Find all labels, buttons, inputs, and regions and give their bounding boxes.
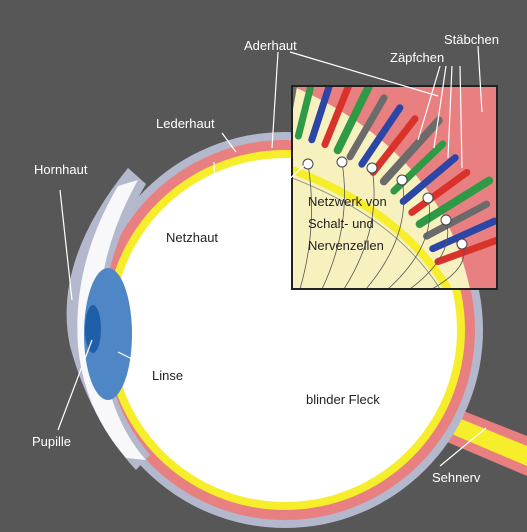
label-netzhaut: Netzhaut (166, 230, 218, 245)
label-aderhaut: Aderhaut (244, 38, 297, 53)
nerve-cell (397, 175, 407, 185)
label-staebchen: Stäbchen (444, 32, 499, 47)
nerve-cell (441, 215, 451, 225)
pupil (85, 305, 101, 353)
nerve-cell (457, 239, 467, 249)
label-sehnerv: Sehnerv (432, 470, 481, 485)
label-pupille: Pupille (32, 434, 71, 449)
label-zaepfchen: Zäpfchen (390, 50, 444, 65)
nerve-cell (367, 163, 377, 173)
nerve-cell (423, 193, 433, 203)
label-hornhaut: Hornhaut (34, 162, 88, 177)
label-lederhaut: Lederhaut (156, 116, 215, 131)
label-netzwerk-line2: Schalt- und (308, 216, 374, 231)
nerve-cell (303, 159, 313, 169)
nerve-cell (337, 157, 347, 167)
label-netzwerk-line3: Nervenzellen (308, 238, 384, 253)
label-blinder-fleck: blinder Fleck (306, 392, 380, 407)
label-linse: Linse (152, 368, 183, 383)
label-netzwerk-line1: Netzwerk von (308, 194, 387, 209)
